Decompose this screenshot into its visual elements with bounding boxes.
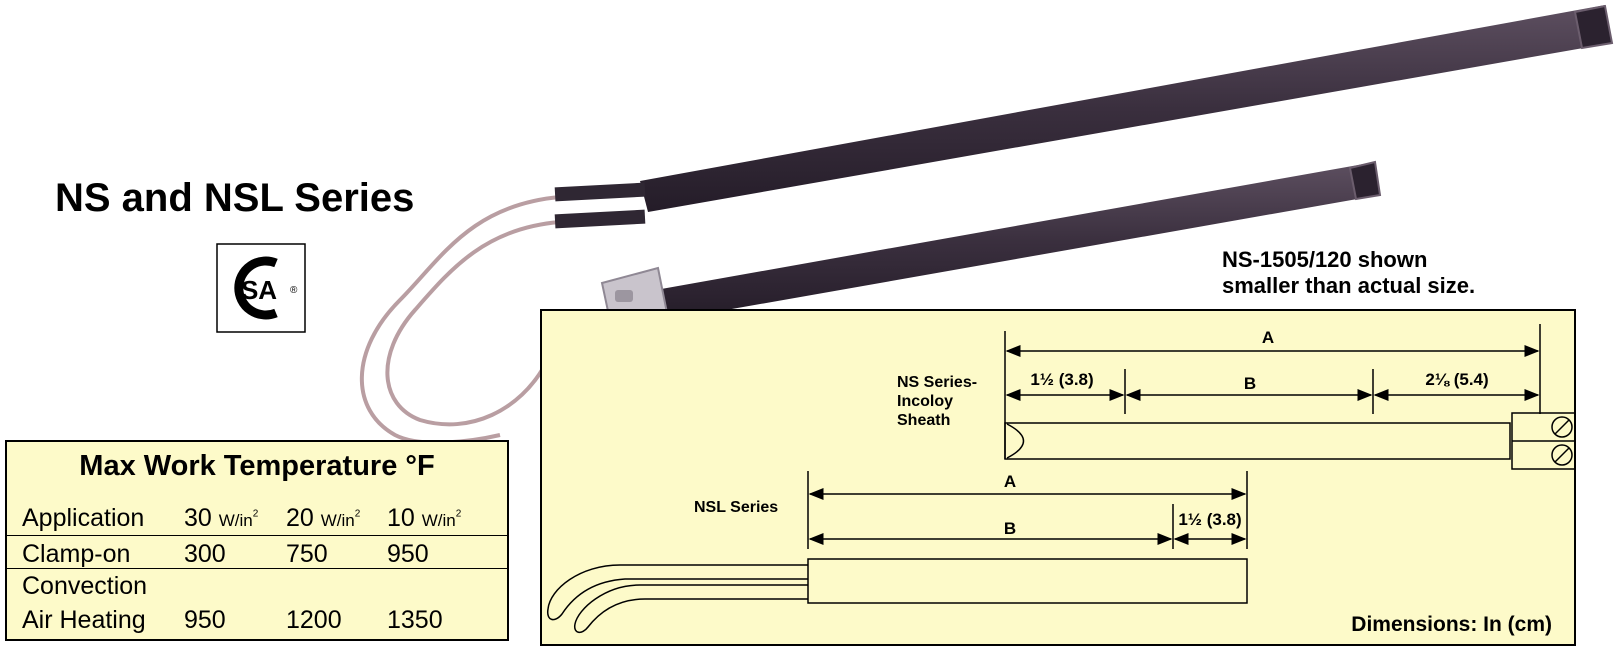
header-col-1: 30 W/in2 bbox=[184, 504, 259, 532]
nsl-dim-right-label: 1½ (3.8) bbox=[1178, 510, 1241, 529]
units-note: Dimensions: In (cm) bbox=[1351, 613, 1552, 636]
ns-dim-b-label: B bbox=[1244, 374, 1256, 393]
lead-wire bbox=[359, 195, 561, 445]
ns-heater-tip bbox=[1348, 160, 1382, 201]
nsl-dim-a-label: A bbox=[1004, 472, 1016, 491]
header-col-2: 20 W/in2 bbox=[286, 504, 361, 532]
nsl-lead-sleeve bbox=[554, 182, 646, 202]
table-title: Max Work Temperature °F bbox=[79, 450, 435, 482]
dimension-drawing: A 1½ (3.8) B 2⅛ (5.4) NS Series- Incoloy… bbox=[546, 324, 1576, 636]
row-value-10: 950 bbox=[387, 540, 429, 568]
nsl-dim-b-label: B bbox=[1004, 519, 1016, 538]
table-divider bbox=[7, 568, 507, 569]
header-application: Application bbox=[22, 504, 145, 532]
ns-heater-rod bbox=[650, 162, 1380, 322]
nsl-series-label: NSL Series bbox=[694, 499, 778, 516]
csa-logo-icon: SA ® bbox=[216, 243, 306, 333]
nsl-heater-rod bbox=[640, 5, 1612, 212]
dimension-drawing-panel bbox=[540, 309, 1576, 646]
ns-dim-right-label: 2⅛ (5.4) bbox=[1425, 370, 1488, 389]
row-label-line-2: Air Heating bbox=[22, 606, 146, 634]
row-label: Convection bbox=[22, 572, 148, 600]
table-divider bbox=[7, 535, 507, 536]
row-value-10: 1350 bbox=[387, 606, 443, 634]
row-label: Clamp-on bbox=[22, 540, 131, 568]
caption-line-2: smaller than actual size. bbox=[1222, 273, 1476, 298]
max-temperature-table: Max Work Temperature °F Application 30 W… bbox=[5, 440, 509, 641]
row-value-20: 1200 bbox=[286, 606, 342, 634]
ns-dim-left-label: 1½ (3.8) bbox=[1030, 370, 1093, 389]
row-value-20: 750 bbox=[286, 540, 328, 568]
lead-wire bbox=[385, 220, 561, 427]
nsl-lead-sleeve bbox=[554, 209, 646, 229]
csa-logo-letters: SA bbox=[241, 275, 277, 305]
caption-line-1: NS-1505/120 shown bbox=[1222, 247, 1428, 272]
header-col-3: 10 W/in2 bbox=[387, 504, 462, 532]
ns-series-label-3: Sheath bbox=[897, 412, 950, 429]
row-value-30: 950 bbox=[184, 606, 226, 634]
csa-registered-mark: ® bbox=[290, 285, 298, 296]
ns-series-label-1: NS Series- bbox=[897, 374, 977, 391]
nsl-heater-outline bbox=[807, 558, 1248, 604]
page-title: NS and NSL Series bbox=[55, 176, 415, 220]
ns-heater-outline bbox=[1004, 422, 1511, 460]
ns-dim-a-label: A bbox=[1262, 328, 1274, 347]
nsl-heater-tip bbox=[1573, 4, 1614, 50]
terminal-screw bbox=[615, 290, 633, 302]
row-value-30: 300 bbox=[184, 540, 226, 568]
ns-series-label-2: Incoloy bbox=[897, 393, 953, 410]
photo-caption: NS-1505/120 shown smaller than actual si… bbox=[1222, 247, 1475, 299]
